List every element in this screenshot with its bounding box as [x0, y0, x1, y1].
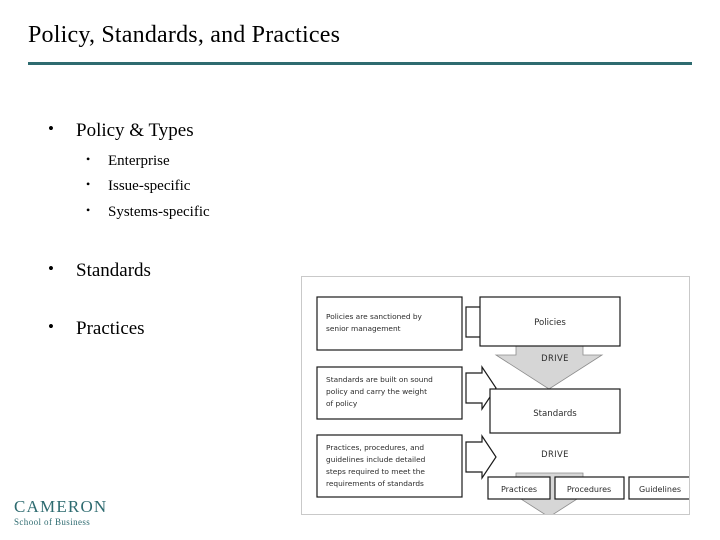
policy-hierarchy-diagram: Policies are sanctioned by senior manage…	[301, 276, 690, 515]
spacer	[48, 226, 298, 258]
sub-bullet-label: Issue-specific	[108, 178, 191, 195]
sub-bullet-list: • Enterprise • Issue-specific • Systems-…	[86, 150, 298, 224]
sub-bullet-label: Systems-specific	[108, 203, 210, 220]
hierarchy-box-standards	[489, 388, 621, 434]
logo-primary-text: CAMERON	[14, 497, 108, 516]
bullet-label: Standards	[76, 260, 151, 282]
description-box-practices	[316, 434, 463, 498]
bullet-marker: •	[48, 119, 54, 138]
bullet-item-standards: • Standards	[48, 258, 298, 284]
title-divider	[28, 62, 692, 65]
bullet-item-policy-types: • Policy & Types	[48, 118, 298, 144]
sub-bullet-marker: •	[86, 151, 91, 166]
description-line: steps required to meet the	[326, 467, 425, 476]
leaf-box-practices	[487, 476, 551, 500]
leaf-box-procedures	[554, 476, 625, 500]
leaf-box-guidelines	[628, 476, 689, 500]
bullet-label: Practices	[76, 317, 145, 339]
cameron-school-logo: CAMERON School of Business	[14, 498, 107, 528]
description-line: Practices, procedures, and	[326, 443, 424, 452]
spacer	[48, 288, 298, 316]
page-title: Policy, Standards, and Practices	[28, 22, 341, 48]
sub-bullet-marker: •	[86, 202, 91, 217]
description-line: of policy	[326, 399, 358, 408]
hierarchy-box-label: Standards	[533, 409, 577, 419]
chevron-right-icon	[465, 365, 497, 411]
description-line: Policies are sanctioned by	[326, 312, 423, 321]
bullet-content: • Policy & Types • Enterprise • Issue-sp…	[48, 118, 298, 345]
sub-bullet-item-issue-specific: • Issue-specific	[86, 175, 298, 198]
sub-bullet-item-enterprise: • Enterprise	[86, 150, 298, 173]
sub-bullet-marker: •	[86, 177, 91, 192]
sub-bullet-item-systems-specific: • Systems-specific	[86, 201, 298, 224]
description-line: requirements of standards	[326, 479, 424, 488]
leaf-box-label: Guidelines	[639, 485, 681, 494]
logo-secondary-text: School of Business	[14, 517, 91, 527]
connector-label-drive: DRIVE	[541, 353, 569, 363]
description-line: guidelines include detailed	[326, 455, 426, 464]
bullet-label: Policy & Types	[76, 120, 194, 141]
description-line: senior management	[326, 324, 401, 333]
bullet-item-practices: • Practices	[48, 316, 298, 342]
hierarchy-box-label: Policies	[534, 318, 566, 328]
connector-label-drive: DRIVE	[541, 449, 569, 459]
chevron-right-icon	[465, 434, 497, 480]
bullet-marker: •	[48, 259, 54, 279]
description-line: policy and carry the weight	[326, 387, 427, 396]
hierarchy-box-policies	[479, 296, 621, 347]
leaf-box-label: Practices	[501, 485, 537, 494]
description-line: Standards are built on sound	[326, 375, 433, 384]
sub-bullet-label: Enterprise	[108, 152, 170, 169]
bullet-marker: •	[48, 316, 54, 336]
leaf-box-label: Procedures	[567, 485, 611, 494]
description-box-policies	[316, 296, 463, 351]
description-box-standards	[316, 366, 463, 420]
